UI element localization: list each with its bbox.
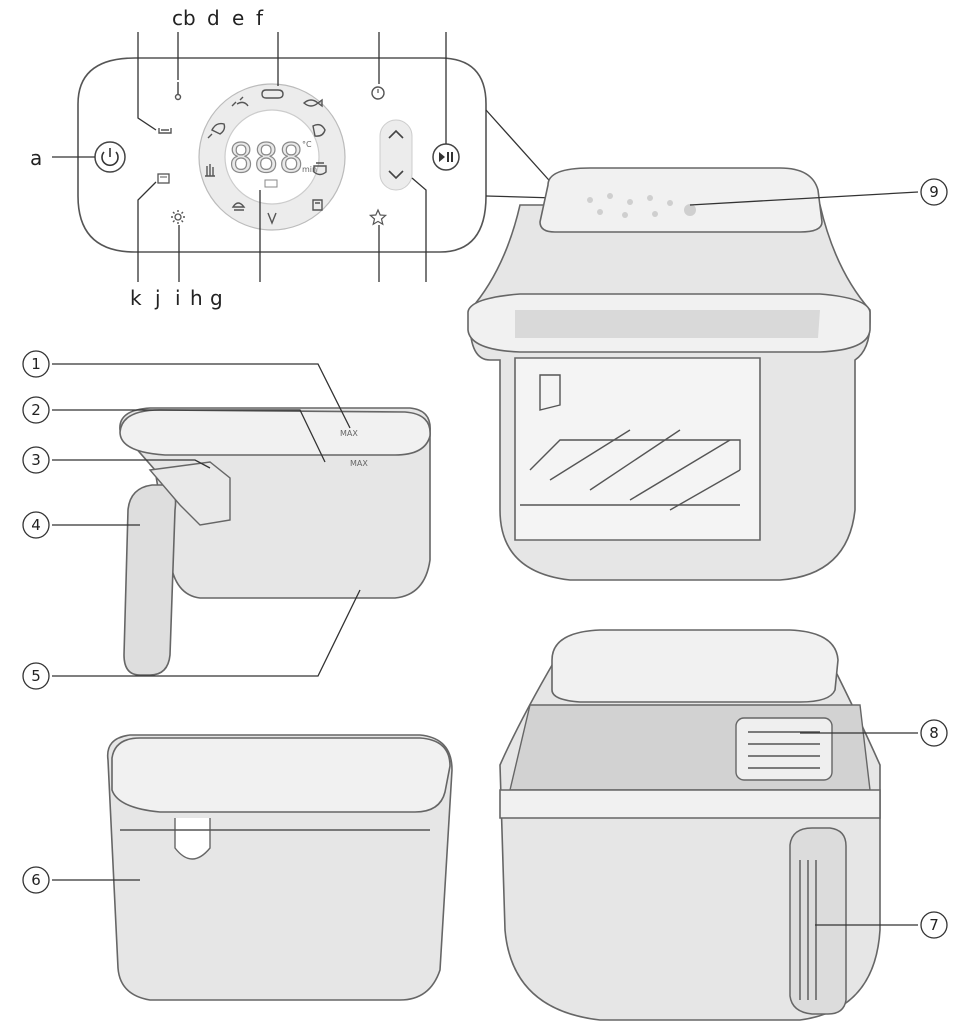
preset-icon-vegetable[interactable] — [267, 212, 277, 225]
main-unit-display-band — [515, 310, 820, 338]
up-down-control — [379, 119, 413, 191]
preset-icon-cake[interactable] — [312, 123, 326, 137]
favorite-button[interactable] — [368, 208, 388, 226]
preset-icons — [205, 89, 327, 225]
power-button[interactable] — [94, 141, 126, 173]
panel-leader-lines — [52, 32, 557, 282]
basket-with-handle: MAX MAX 1 2 3 4 5 — [22, 350, 431, 690]
rear-air-outlet — [735, 717, 833, 781]
basket-handle[interactable] — [123, 484, 177, 676]
callout-2: 2 — [22, 396, 50, 424]
label-i: i — [175, 286, 181, 310]
callouts-rear: 8 7 — [800, 719, 948, 939]
keep-warm-icon — [158, 128, 172, 134]
power-icon — [101, 148, 119, 167]
display-digits: 888 — [229, 136, 304, 182]
up-button[interactable] — [388, 129, 404, 139]
star-icon — [368, 208, 388, 226]
timer-button[interactable] — [371, 86, 385, 100]
callout-6: 6 — [22, 866, 50, 894]
callout-7: 7 — [920, 911, 948, 939]
label-a: a — [30, 146, 42, 170]
light-button[interactable] — [171, 210, 185, 224]
down-button[interactable] — [388, 170, 404, 180]
panel-labels: cb d e f a k j i h g — [30, 6, 264, 310]
main-unit-rack — [520, 374, 741, 511]
rear-unit-collar — [499, 789, 881, 819]
svg-text:7: 7 — [929, 916, 939, 934]
drawer: 6 — [22, 734, 453, 1001]
preset-icon-fries[interactable] — [205, 164, 215, 177]
basket-callouts: 1 2 3 4 5 — [22, 350, 361, 690]
svg-text:8: 8 — [929, 724, 939, 742]
basket-preheat-button[interactable] — [157, 173, 170, 184]
display-unit-time: min — [302, 165, 317, 174]
callout-9: 9 — [920, 178, 948, 206]
chevron-up-icon — [388, 129, 404, 139]
preset-icon-steak[interactable] — [261, 89, 284, 99]
rear-unit-lid — [551, 629, 839, 703]
airfryer-main-unit: 9 — [467, 167, 948, 581]
thermometer-button[interactable] — [174, 82, 182, 101]
basket-icon — [157, 173, 170, 184]
start-pause-button[interactable] — [432, 143, 460, 171]
main-unit-panel-dots — [587, 193, 696, 218]
keep-warm-button[interactable] — [158, 128, 172, 134]
label-d: d — [207, 6, 220, 30]
display-minor-icon — [264, 179, 278, 188]
preset-icon-pizza[interactable] — [312, 199, 323, 211]
callout-8: 8 — [920, 719, 948, 747]
start-pause-icon — [439, 152, 453, 162]
label-f: f — [256, 6, 264, 30]
preset-icon-pot[interactable] — [313, 162, 327, 176]
control-panel: 888 °C min — [77, 57, 487, 253]
svg-text:5: 5 — [31, 667, 41, 685]
basket-max-mark-1: MAX — [340, 429, 358, 438]
rear-cord-storage — [789, 827, 847, 1015]
basket-rim — [119, 409, 431, 456]
preset-icon-chicken[interactable] — [207, 122, 226, 139]
airfryer-rear-unit: 8 7 — [499, 629, 948, 1021]
callout-9-line — [689, 191, 919, 206]
label-h: h — [190, 286, 203, 310]
basket-max-mark-2: MAX — [350, 459, 368, 468]
display-unit-temp: °C — [302, 140, 312, 149]
svg-text:2: 2 — [31, 401, 41, 419]
preset-icon-fish[interactable] — [302, 98, 323, 108]
thermometer-icon — [174, 82, 182, 101]
svg-text:1: 1 — [31, 355, 41, 373]
timer-icon — [371, 86, 385, 100]
up-down-pill — [379, 119, 413, 191]
callout-3: 3 — [22, 446, 50, 474]
label-k: k — [130, 286, 142, 310]
preset-icon-drumstick[interactable] — [231, 96, 249, 107]
panel-outline — [77, 57, 487, 253]
callout-1: 1 — [22, 350, 50, 378]
display-center — [224, 109, 320, 205]
main-unit-top-lid — [539, 167, 823, 233]
basket-release-button[interactable] — [148, 461, 231, 526]
light-icon — [171, 210, 185, 224]
label-j: j — [154, 286, 161, 310]
chevron-down-icon — [388, 170, 404, 180]
svg-text:3: 3 — [31, 451, 41, 469]
label-e: e — [232, 6, 244, 30]
callout-4: 4 — [22, 511, 50, 539]
label-cb: cb — [172, 6, 196, 30]
preset-icon-muffin[interactable] — [231, 202, 246, 211]
svg-text:9: 9 — [929, 183, 939, 201]
svg-text:6: 6 — [31, 871, 41, 889]
callout-5: 5 — [22, 662, 50, 690]
drawer-rim — [111, 737, 451, 813]
label-g: g — [210, 286, 223, 310]
drawer-notch — [174, 818, 211, 860]
main-unit-window — [514, 357, 761, 541]
svg-text:4: 4 — [31, 516, 41, 534]
